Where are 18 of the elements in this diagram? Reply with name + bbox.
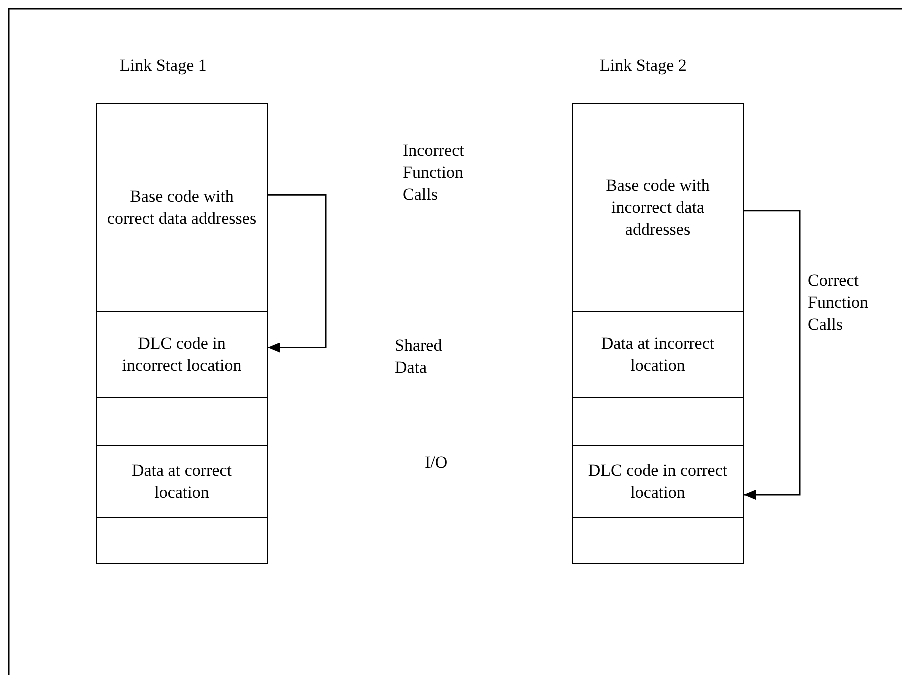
edge-label: Correct Function Calls bbox=[808, 270, 870, 336]
annotation-text: Incorrect Function Calls bbox=[403, 140, 466, 206]
empty-memory-segment bbox=[96, 517, 268, 564]
memory-segment: Base code with incorrect data addresses bbox=[572, 103, 744, 312]
memory-segment: DLC code in correct location bbox=[572, 445, 744, 518]
memory-segment: Base code with correct data addresses bbox=[96, 103, 268, 312]
memory-segment: Data at correct location bbox=[96, 445, 268, 518]
column-heading: Link Stage 1 bbox=[120, 56, 207, 76]
memory-segment: Data at incorrect location bbox=[572, 311, 744, 398]
column-heading: Link Stage 2 bbox=[600, 56, 687, 76]
arrow bbox=[744, 210, 801, 500]
empty-memory-segment bbox=[96, 397, 268, 446]
empty-memory-segment bbox=[572, 517, 744, 564]
annotation-text: I/O bbox=[425, 452, 449, 474]
empty-memory-segment bbox=[572, 397, 744, 446]
memory-segment: DLC code in incorrect location bbox=[96, 311, 268, 398]
annotation-text: Shared Data bbox=[395, 335, 444, 380]
arrow bbox=[268, 194, 327, 353]
